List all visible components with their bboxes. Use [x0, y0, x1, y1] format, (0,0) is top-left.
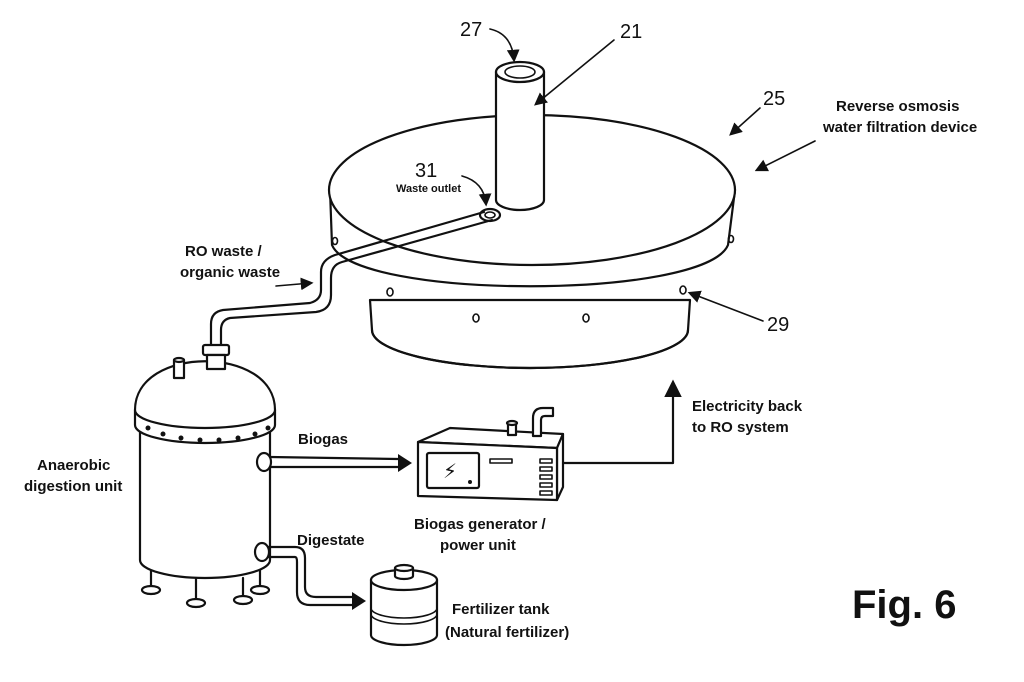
biogas-arrowhead — [398, 454, 412, 472]
fertilizer-label-1: Fertilizer tank — [452, 601, 550, 618]
waste-outlet-label: Waste outlet — [396, 183, 461, 195]
ref-29: 29 — [767, 314, 789, 336]
waste-outlet — [478, 207, 502, 223]
waste-outlet-bore — [484, 211, 496, 219]
ro-device-label-2: water filtration device — [822, 119, 977, 136]
fertilizer-label-2: (Natural fertilizer) — [445, 624, 569, 641]
exhaust-stack — [531, 406, 555, 438]
ref-21: 21 — [620, 21, 642, 43]
digester-foot — [140, 584, 162, 596]
digester-foot — [232, 594, 254, 606]
port-hole — [386, 287, 394, 297]
digester-body — [138, 423, 272, 580]
port-hole — [679, 285, 687, 295]
electricity-label-2: to RO system — [692, 419, 789, 436]
digestate-arrowhead — [352, 592, 366, 610]
ro-waste-label-2: organic waste — [180, 264, 280, 281]
port-hole — [582, 313, 590, 323]
digestate-pipe — [266, 545, 366, 610]
generator-panel — [425, 451, 481, 490]
port-hole — [727, 234, 735, 244]
leader-ro-device — [754, 140, 816, 172]
leader-31 — [461, 175, 492, 207]
ref-27: 27 — [460, 19, 482, 41]
ref-25: 25 — [763, 88, 785, 110]
ro-base-bottom-edge — [370, 328, 690, 370]
biogas-pipe — [268, 454, 412, 472]
fertilizer-tank — [369, 563, 439, 647]
ro-waste-label-1: RO waste / — [185, 243, 263, 260]
digester-foot — [249, 584, 271, 596]
biogas-generator: ⚡ — [416, 406, 565, 502]
waste-pipe — [209, 210, 494, 347]
digestate-port — [253, 541, 271, 563]
digester-foot — [185, 597, 207, 609]
leader-21 — [534, 39, 615, 106]
electricity-line — [561, 379, 682, 465]
center-column — [494, 70, 546, 212]
port-hole — [472, 313, 480, 323]
biogas-label: Biogas — [298, 431, 348, 448]
ro-filtration-device — [327, 60, 737, 370]
figure-label: Fig. 6 — [852, 583, 956, 627]
column-top — [494, 60, 546, 84]
electricity-label-1: Electricity back — [692, 398, 803, 415]
anaerobic-label-2: digestion unit — [24, 478, 122, 495]
biogas-port — [255, 451, 273, 473]
fertilizer-body — [369, 578, 439, 647]
digestate-label: Digestate — [297, 532, 365, 549]
port-hole — [331, 236, 339, 246]
leader-29 — [687, 290, 764, 322]
ro-device-label-1: Reverse osmosis — [836, 98, 959, 115]
anaerobic-label-1: Anaerobic — [37, 457, 110, 474]
lightning-icon: ⚡ — [443, 459, 457, 483]
leader-ro-waste — [275, 277, 314, 291]
generator-label-2: power unit — [440, 537, 516, 554]
fertilizer-cap — [393, 563, 415, 573]
leader-25 — [729, 107, 761, 136]
column-inlet-27 — [504, 65, 536, 79]
digester-dome — [133, 360, 277, 430]
ref-31: 31 — [415, 160, 437, 182]
leader-27 — [489, 28, 520, 63]
generator-label-1: Biogas generator / — [414, 516, 547, 533]
anaerobic-digester — [133, 343, 277, 609]
